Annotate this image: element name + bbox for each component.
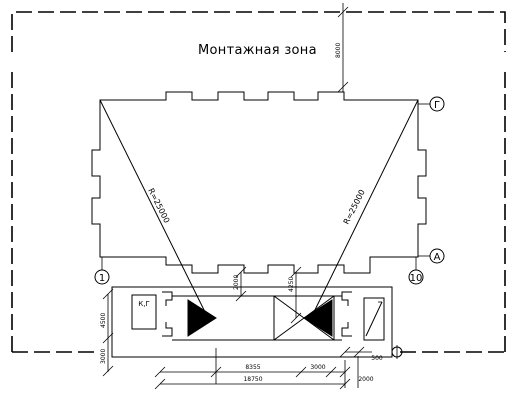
- svg-text:3000: 3000: [310, 364, 325, 371]
- axis-marker-10: 10: [408, 257, 424, 285]
- crane-layout: К,Г: [111, 286, 393, 358]
- svg-text:1: 1: [99, 273, 105, 284]
- assembly-zone-boundary: [11, 11, 506, 353]
- crane-body: [273, 295, 335, 341]
- dimension-top-gap: 8000: [335, 3, 349, 93]
- radius-label-right: R=25000: [342, 188, 367, 226]
- crane-position-left: [187, 299, 217, 337]
- room-box: [131, 294, 157, 330]
- crane-position-right: [303, 299, 333, 337]
- radius-line-left: [99, 99, 209, 319]
- equipment-box: [363, 297, 385, 341]
- dim-top-gap: 8000: [335, 43, 342, 58]
- phi-marker: [391, 345, 403, 359]
- axis-marker-g: Г: [418, 96, 445, 112]
- svg-text:2000: 2000: [358, 376, 373, 383]
- svg-text:8355: 8355: [245, 364, 260, 371]
- radius-line-right: [310, 99, 419, 319]
- svg-text:18750: 18750: [243, 376, 262, 383]
- svg-text:500: 500: [371, 355, 383, 362]
- axis-marker-1: 1: [94, 257, 110, 285]
- svg-text:4500: 4500: [100, 313, 107, 328]
- zone-label: Монтажная зона: [198, 43, 317, 58]
- svg-text:Г: Г: [434, 100, 440, 111]
- svg-text:2000: 2000: [233, 275, 240, 290]
- building-outline: [91, 91, 427, 274]
- svg-text:10: 10: [410, 273, 423, 284]
- axis-marker-a: А: [418, 248, 445, 264]
- svg-text:3000: 3000: [100, 349, 107, 364]
- room-label: К,Г: [138, 300, 149, 308]
- dimension-crane-offsets: 2000 4250: [233, 266, 302, 324]
- dimension-bottom: 8355 3000 18750 500 2000: [154, 346, 383, 390]
- svg-text:4250: 4250: [288, 277, 295, 292]
- svg-text:А: А: [434, 252, 441, 263]
- dimension-left-heights: 4500 3000: [100, 288, 114, 377]
